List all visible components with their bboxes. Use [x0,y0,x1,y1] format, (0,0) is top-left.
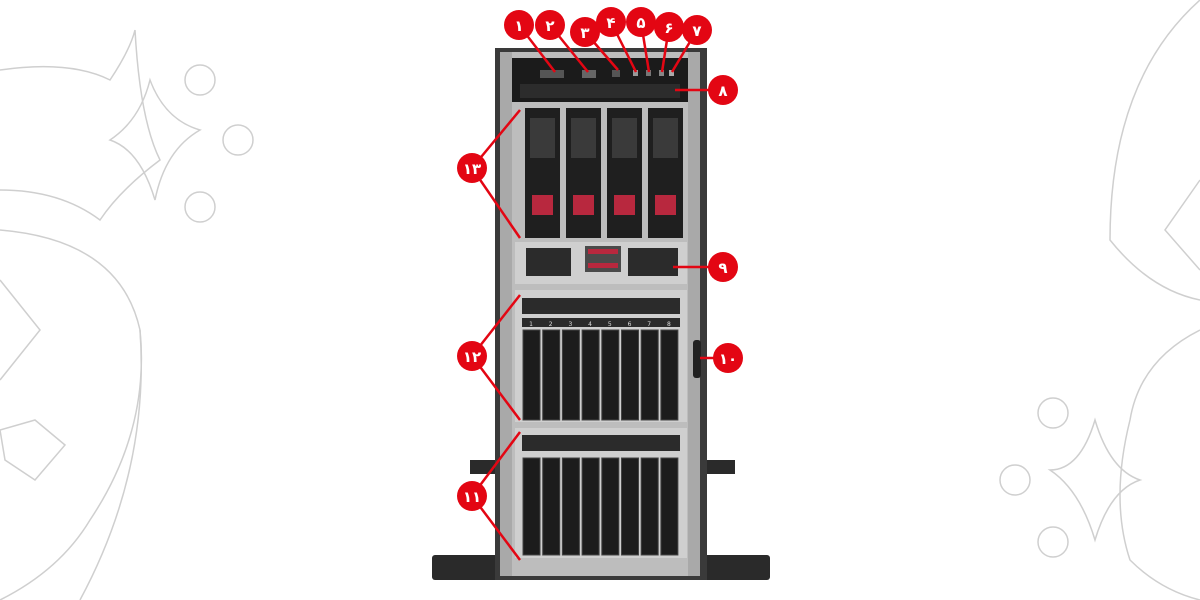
callout-badge [457,481,487,511]
drive-release-latch [573,195,594,215]
sff-drive [621,457,639,556]
sff-drive [561,457,580,556]
callout-badge [457,153,487,183]
sff-drive [561,329,580,421]
callout-number-9: ۹ [718,259,727,277]
callout-number-3: ۳ [580,24,589,42]
drive-bay-number: 3 [568,321,572,328]
callout-number-4: ۴ [606,14,615,32]
drive-bay-number: 1 [529,321,533,328]
sff-drive [660,457,679,556]
callout-badge [596,7,626,37]
drive-bay-number: 5 [608,321,612,328]
drive-bay-number: 7 [647,321,651,328]
sff-drive [601,457,620,556]
drive-release-latch [532,195,553,215]
drive-grille [530,118,555,158]
callout-badge [682,15,712,45]
chassis-latch [693,340,701,378]
callout-badge [570,17,600,47]
sff-drive [522,457,541,556]
callout-number-8: ۸ [718,82,727,100]
callout-badge [708,252,738,282]
drive-release-latch [655,195,676,215]
lff-drive-cage [525,108,683,238]
callout-badge [535,10,565,40]
display-port [540,70,564,78]
callout-number-1: ۱ [514,17,523,35]
sff-drive [542,329,561,421]
sff-drive-cage-lower [522,457,679,556]
drive-grille [612,118,637,158]
callout-badge [626,7,656,37]
drive-release-latch [614,195,635,215]
optical-drive-bay [520,84,680,98]
sff-drive [581,457,600,556]
vent-right [628,248,678,276]
callout-number-12: ۱۲ [463,348,481,366]
sff-drive-cage-upper: 1 2 3 4 5 6 7 8 [522,318,680,421]
sff-drive [660,329,679,421]
callout-number-2: ۲ [545,17,554,35]
callout-number-13: ۱۳ [463,160,481,178]
background-ornament-right [999,0,1200,600]
callout-number-11: ۱۱ [463,488,481,506]
callout-badge [708,75,738,105]
sff-drive [640,329,659,421]
callout-number-6: ۶ [664,19,673,37]
callout-number-7: ۷ [692,22,701,40]
drive-grille [653,118,678,158]
drive-bay-number: 2 [549,321,553,328]
sff-cage-vent [522,435,680,451]
callout-number-5: ۵ [636,14,645,32]
sff-cage-vent [522,298,680,314]
bay-number-strip [522,318,680,327]
callout-badge [654,12,684,42]
drive-bay-number: 6 [628,321,632,328]
usb-port [582,70,596,78]
vent-left [526,248,571,276]
callout-badge [504,10,534,40]
callout-badge [457,341,487,371]
background-ornament-left [0,29,254,600]
sff-drive [621,329,639,421]
sff-drive [640,457,659,556]
callout-badge [713,343,743,373]
drive-bay-number: 8 [667,321,671,328]
sff-drive [601,329,620,421]
sff-drive [581,329,600,421]
drive-grille [571,118,596,158]
ilo-port [612,70,620,77]
server-chassis: 1 2 3 4 5 6 7 8 [495,48,707,580]
callout-number-10: ۱۰ [719,350,737,368]
drive-bay-number: 4 [588,321,592,328]
sff-drive [522,329,541,421]
sff-drive [542,457,561,556]
